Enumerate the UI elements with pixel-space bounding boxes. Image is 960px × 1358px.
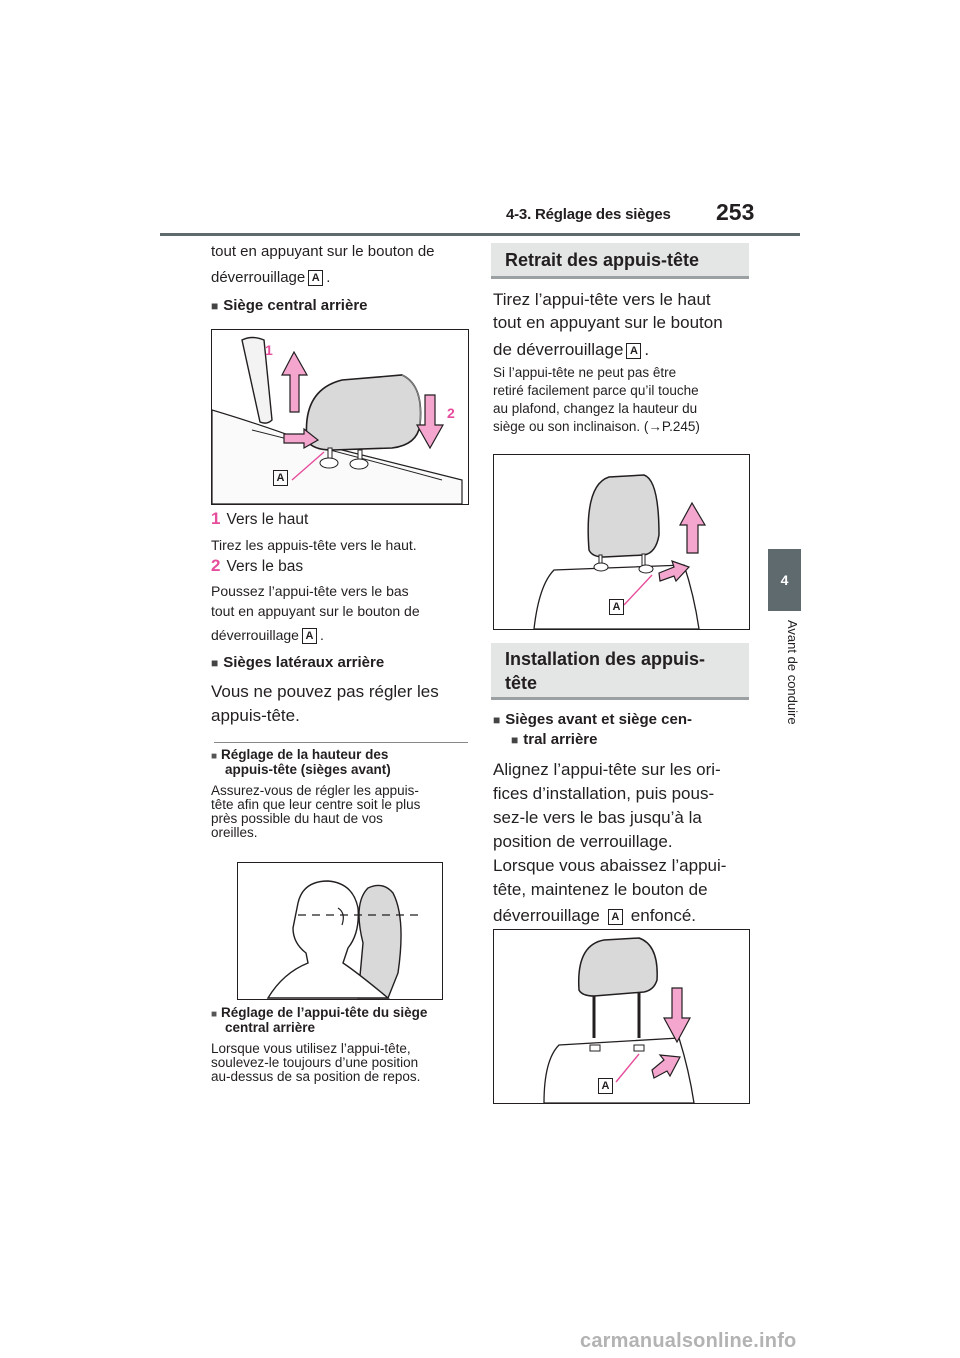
figure-install-headrest: A — [493, 929, 750, 1104]
heading-front-seats: Sièges avant et siège cen- — [493, 711, 692, 728]
page-number: 253 — [716, 199, 755, 225]
rear-headrest-illustration — [212, 336, 463, 504]
note-2-title: ■Réglage de l’appui-tête du siège — [211, 1005, 428, 1021]
figure-rear-center-headrest: 1 2 A — [211, 329, 469, 505]
step-2-desc-2: tout en appuyant sur le bouton de — [211, 603, 420, 619]
arrow-up-icon — [678, 501, 707, 554]
install-line-5: Lorsque vous abaissez l’appui- — [493, 856, 727, 875]
note-1-line-4: oreilles. — [211, 825, 258, 840]
section-heading-install: Installation des appuis- tête — [491, 643, 749, 700]
install-line-1: Alignez l’appui-tête sur les ori- — [493, 760, 721, 779]
remove-headrest-illustration — [533, 474, 707, 629]
section-title: 4-3. Réglage des sièges — [506, 206, 671, 223]
head-position-illustration — [266, 880, 423, 999]
install-line-6: tête, maintenez le bouton de — [493, 880, 708, 899]
install-line-4: position de verrouillage. — [493, 832, 673, 851]
step-1-desc: Tirez les appuis-tête vers le haut. — [211, 537, 417, 553]
figure-label-a: A — [273, 470, 288, 486]
intro-line: tout en appuyant sur le bouton de — [211, 243, 435, 260]
heading-rear-side: Sièges latéraux arrière — [211, 654, 384, 671]
arrow-up-icon — [281, 350, 309, 413]
install-line-3: sez-le vers le bas jusqu’à la — [493, 808, 702, 827]
remove-line-2: tout en appuyant sur le bouton — [493, 313, 723, 332]
note-1-line-3: près possible du haut de vos — [211, 811, 383, 826]
heading-front-seats-2: tral arrière — [511, 731, 597, 748]
note-2-line-3: au-dessus de sa position de repos. — [211, 1069, 421, 1084]
watermark: carmanualsonline.info — [580, 1330, 797, 1352]
arrow-down-icon — [415, 394, 445, 450]
figure-label-a: A — [609, 599, 624, 615]
push-arrow-icon — [658, 560, 691, 583]
install-headrest-illustration — [543, 937, 695, 1103]
remove-line-1: Tirez l’appui-tête vers le haut — [493, 290, 711, 309]
header-rule — [160, 233, 800, 236]
figure-label-2: 2 — [447, 405, 455, 421]
figure-label-a: A — [598, 1078, 613, 1094]
section-heading-remove: Retrait des appuis-tête — [491, 243, 749, 279]
figure-remove-headrest: A — [493, 454, 750, 630]
rear-side-line-1: Vous ne pouvez pas régler les — [211, 682, 439, 701]
note-1-title: ■Réglage de la hauteur des — [211, 747, 389, 763]
button-a-label: A — [308, 270, 324, 287]
figure-label-1: 1 — [265, 342, 273, 358]
note-1-line-1: Assurez-vous de régler les appuis- — [211, 783, 419, 798]
remove-note-1: Si l’appui-tête ne peut pas être — [493, 365, 677, 380]
figure-headrest-height — [237, 862, 443, 1000]
chapter-number: 4 — [780, 572, 789, 588]
push-arrow-icon — [283, 427, 320, 450]
arrow-down-icon — [662, 987, 692, 1044]
install-line-2: fices d’installation, puis pous- — [493, 784, 715, 803]
chapter-label: Avant de conduire — [785, 620, 800, 725]
remove-note-3: au plafond, changez la hauteur du — [493, 401, 698, 416]
step-2-desc-1: Poussez l’appui-tête vers le bas — [211, 583, 409, 599]
note-1-line-2: tête afin que leur centre soit le plus — [211, 797, 421, 812]
note-1-title-2: appuis-tête (sièges avant) — [225, 762, 391, 777]
chapter-tab: 4 — [768, 549, 801, 611]
rear-side-line-2: appuis-tête. — [211, 706, 300, 725]
note-2-line-1: Lorsque vous utilisez l’appui-tête, — [211, 1041, 411, 1056]
remove-note-4: siège ou son inclinaison. (→P.245) — [493, 419, 700, 434]
heading-rear-center: Siège central arrière — [211, 297, 367, 314]
note-divider — [214, 742, 468, 743]
remove-note-2: retiré facilement parce qu’il touche — [493, 383, 699, 398]
note-2-line-2: soulevez-le toujours d’une position — [211, 1055, 419, 1070]
note-2-title-2: central arrière — [225, 1020, 316, 1035]
push-arrow-icon — [651, 1054, 681, 1079]
